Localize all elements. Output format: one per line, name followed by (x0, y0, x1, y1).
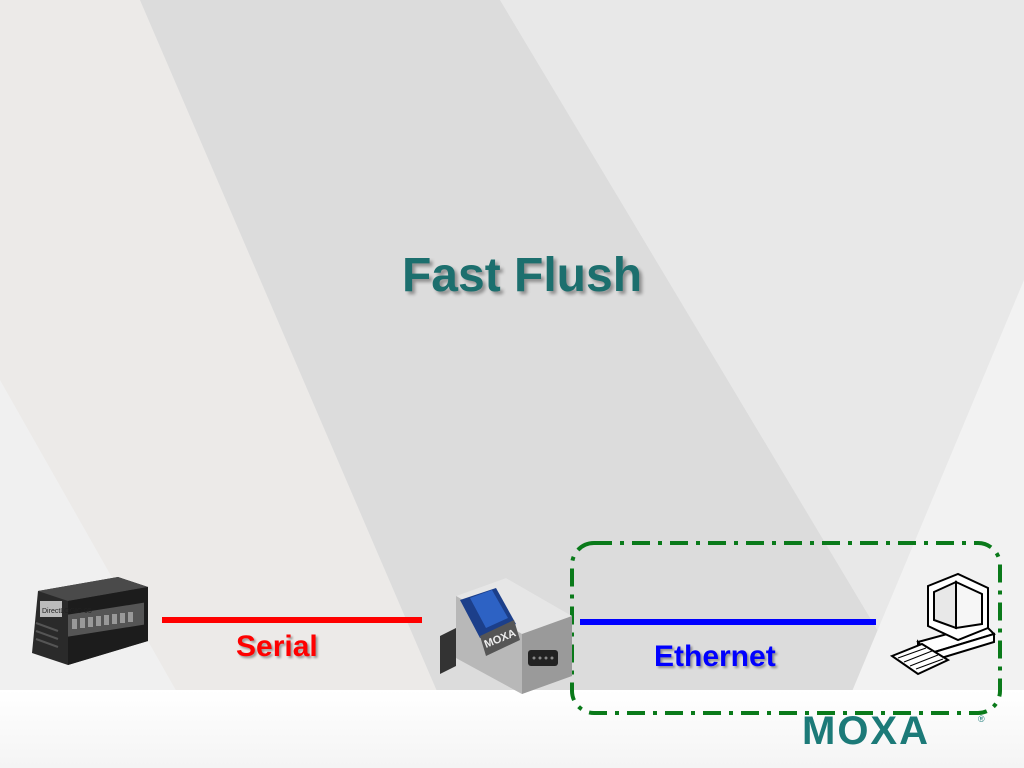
logo-text: MOXA (802, 712, 930, 748)
nport-server-icon: MOXA (440, 578, 572, 694)
ethernet-label: Ethernet (654, 640, 776, 673)
slide-title: Fast Flush (401, 249, 643, 302)
ethernet-link-line (580, 619, 876, 625)
serial-link-line (162, 617, 422, 623)
computer-icon (889, 572, 996, 676)
plc-device-icon: DirectLOGIC 05 (32, 577, 148, 665)
serial-label: Serial (236, 630, 318, 663)
ethernet-zone-box (570, 541, 1002, 715)
plc-brand-text: DirectLOGIC 05 (42, 608, 92, 615)
footer-band (0, 690, 1024, 768)
logo-registered-mark: ® (978, 714, 985, 724)
moxa-logo: MOXA ® (802, 712, 985, 748)
